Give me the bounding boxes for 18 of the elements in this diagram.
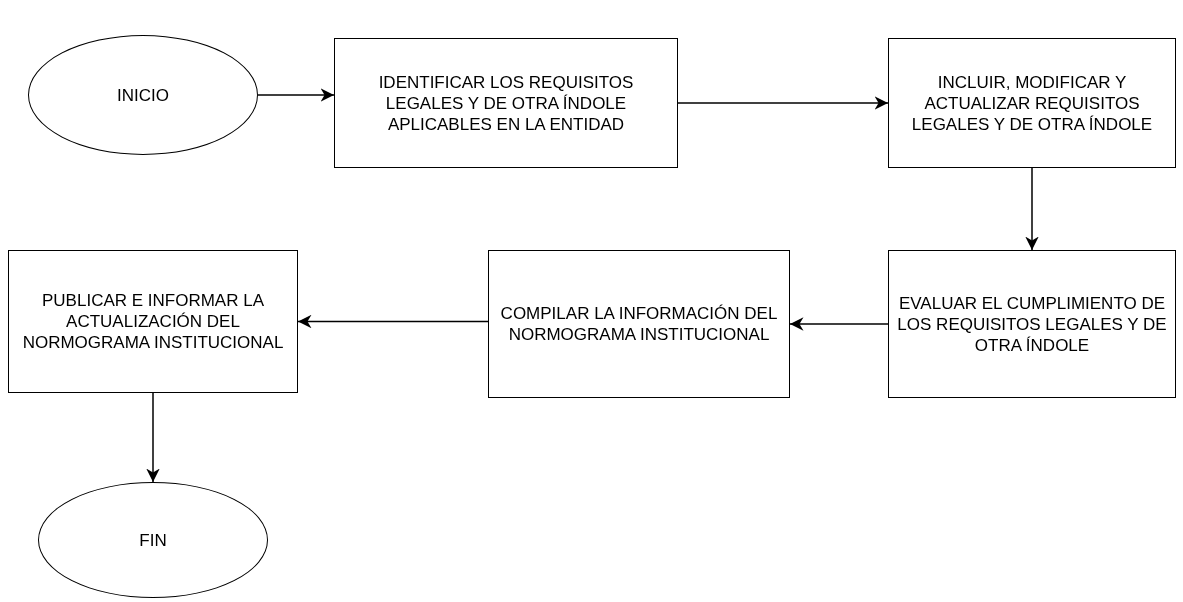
- process-box: [334, 38, 678, 168]
- node-label: FIN: [139, 529, 167, 551]
- node-label: EVALUAR EL CUMPLIMIENTO DE LOS REQUISITOS LEGALES Y DE OTRA ÍNDOLE: [897, 292, 1167, 356]
- arrow: [297, 314, 489, 329]
- process-box: [8, 250, 298, 393]
- process-box: [888, 250, 1176, 398]
- arrow: [257, 88, 335, 102]
- node-label: INCLUIR, MODIFICAR Y ACTUALIZAR REQUISITOS LEGALES Y DE OTRA ÍNDOLE: [910, 71, 1154, 135]
- process-box: [888, 38, 1176, 168]
- arrow: [789, 317, 889, 331]
- arrow: [677, 96, 889, 110]
- arrow: [1025, 167, 1039, 251]
- node-label: COMPILAR LA INFORMACIÓN DEL NORMOGRAMA INSTITUCIONAL: [499, 303, 779, 345]
- arrow: [146, 392, 160, 483]
- node-label: INICIO: [117, 84, 169, 106]
- node-label: IDENTIFICAR LOS REQUISITOS LEGALES Y DE OTRA ÍNDOLE APLICABLES EN LA ENTIDAD: [377, 71, 635, 135]
- process-box: [488, 250, 790, 398]
- node-label: PUBLICAR E INFORMAR LA ACTUALIZACIÓN DEL NORMOGRAMA INSTITUCIONAL: [21, 290, 285, 353]
